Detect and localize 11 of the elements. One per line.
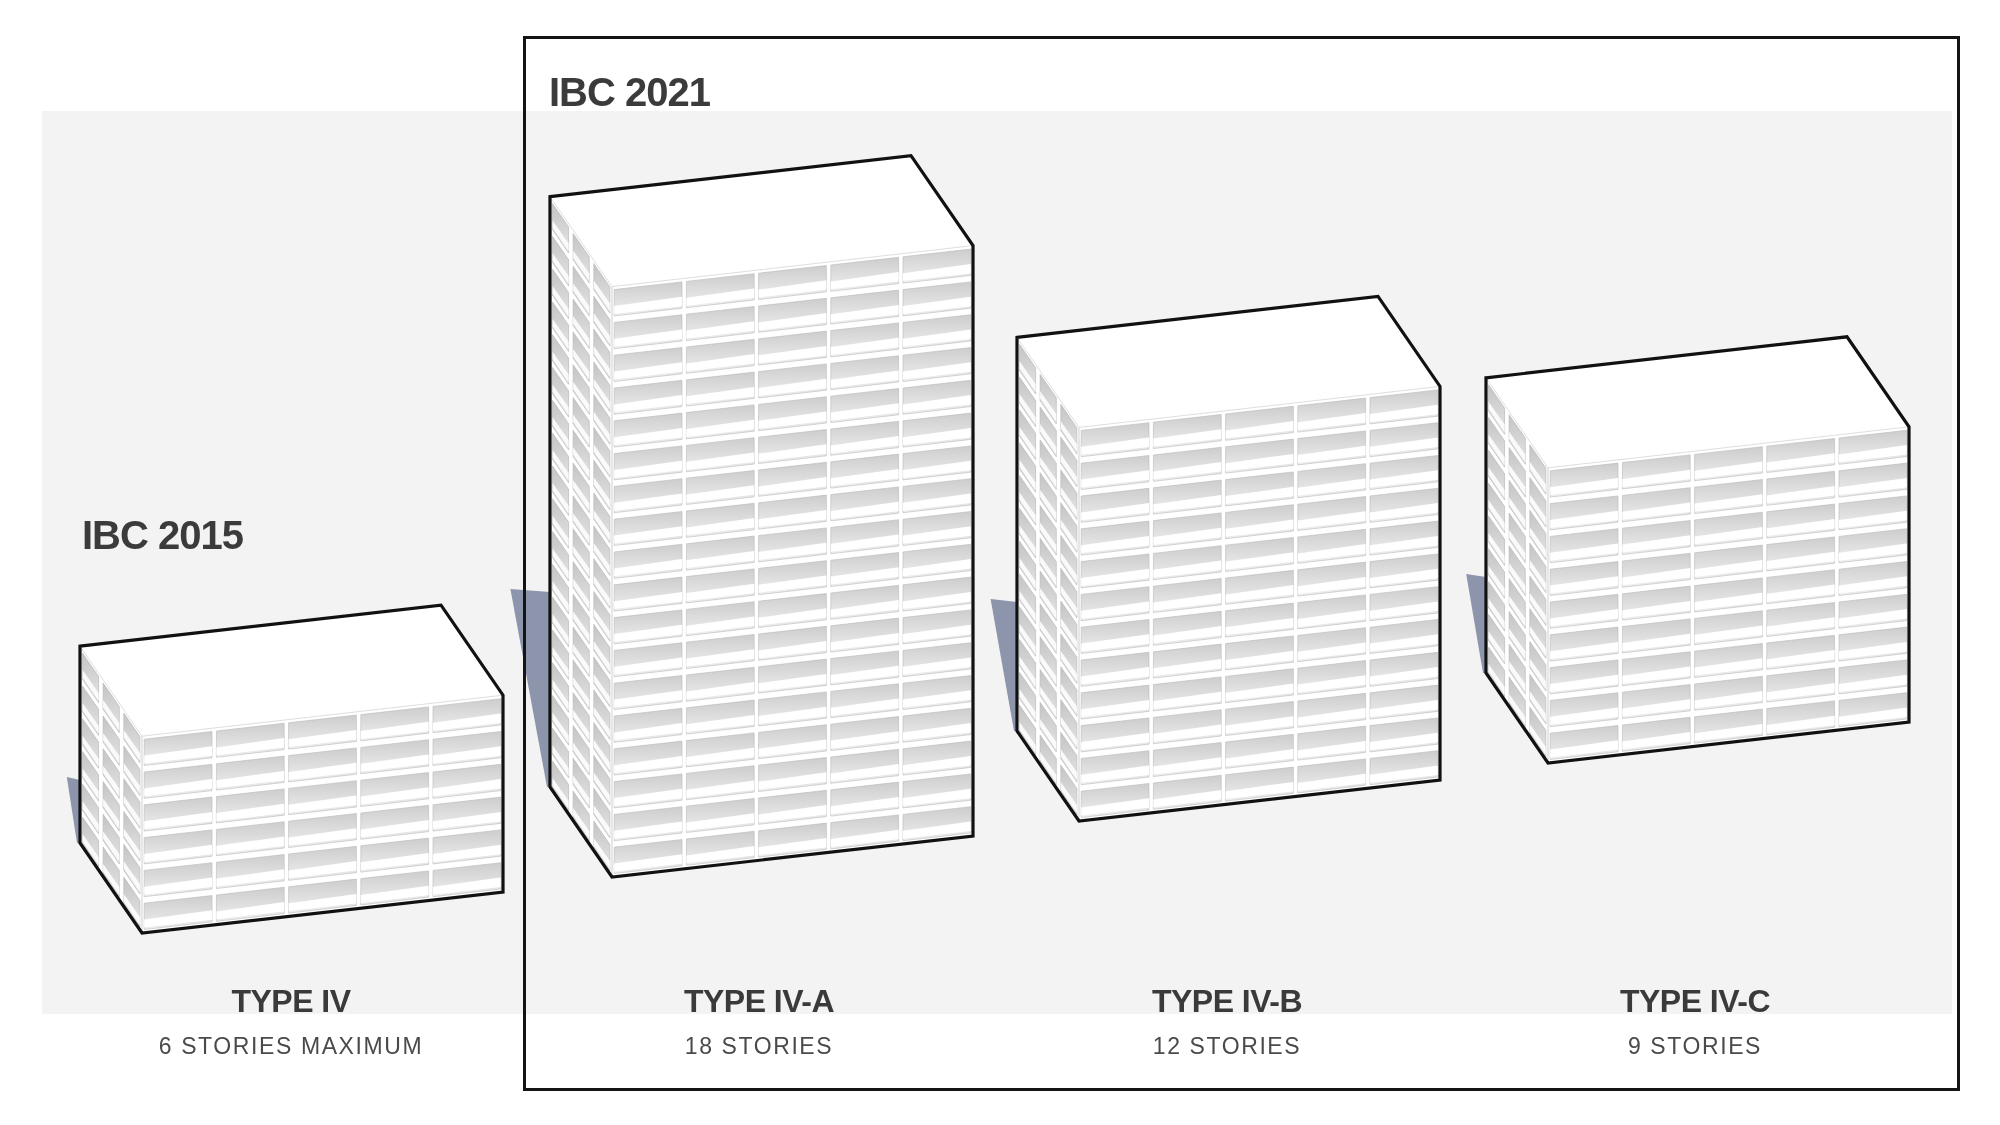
type-label: TYPE IV bbox=[231, 985, 351, 1017]
story-count: 12 STORIES bbox=[1152, 1035, 1302, 1058]
story-count: 6 STORIES MAXIMUM bbox=[158, 1035, 424, 1058]
group-heading: IBC 2015 bbox=[82, 515, 243, 555]
story-count: 9 STORIES bbox=[1627, 1035, 1763, 1058]
group-frame bbox=[523, 36, 1960, 1091]
story-count: 18 STORIES bbox=[684, 1035, 834, 1058]
type-label: TYPE IV-B bbox=[1151, 985, 1303, 1017]
type-label: TYPE IV-C bbox=[1619, 985, 1771, 1017]
group-heading: IBC 2021 bbox=[549, 72, 710, 112]
type-label: TYPE IV-A bbox=[683, 985, 835, 1017]
